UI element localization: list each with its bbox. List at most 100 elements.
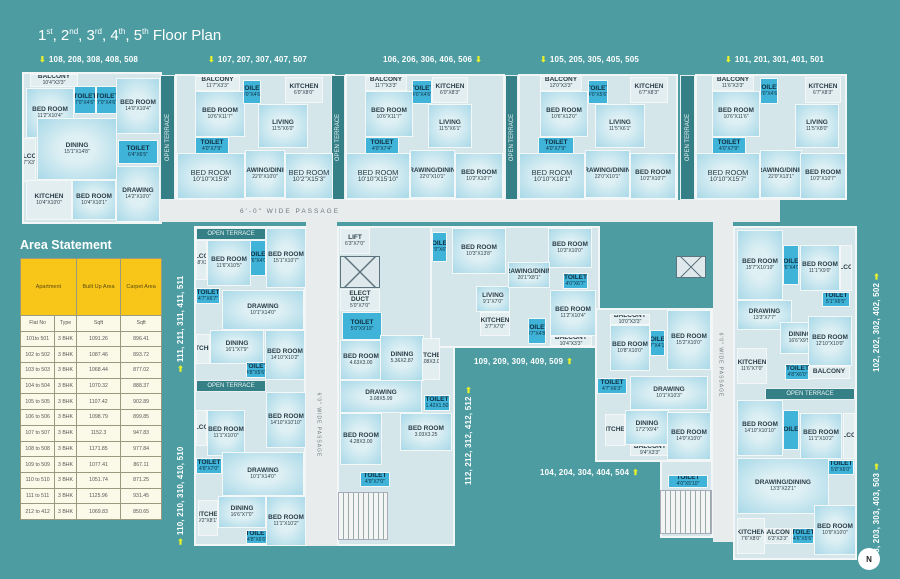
arrow-icon: ⬇: [725, 55, 732, 64]
room-name: BALCONY: [197, 252, 206, 260]
cell-built: 1087.46: [75, 346, 122, 364]
room-dimensions: 11'5"X6'1": [438, 125, 462, 132]
room-name: BED ROOM: [802, 260, 838, 268]
room-dimensions: 6'7"X4'10": [650, 342, 665, 349]
room-dimensions: 9'1"X7'0": [483, 298, 503, 305]
room-name: DRAWING: [247, 302, 279, 310]
room-name: BALCONY: [766, 528, 790, 536]
room-name: BED ROOM: [267, 347, 303, 355]
cell-flat: 104 to 504: [19, 377, 56, 395]
cell-flat: 106 to 506: [19, 409, 56, 426]
room-name: BALCONY: [716, 76, 750, 84]
cell-type: 3 BHK: [54, 377, 77, 395]
room-name: LIVING: [482, 291, 504, 299]
subheader-flat: Flat No: [19, 315, 56, 332]
room-dimensions: 4'9"X7'0": [365, 479, 385, 486]
room-dimensions: 4'8"X6'0": [787, 371, 808, 378]
room-name: BALCONY: [633, 445, 667, 451]
room-dimensions: 15'1"X10'7": [273, 257, 299, 264]
wide-passage: 6'-0" WIDE PASSAGE: [160, 200, 780, 222]
room-name: DINING: [635, 420, 659, 428]
room-dimensions: 5'0"X7'0": [350, 303, 370, 310]
room-dimensions: 4'8"X7'0": [199, 465, 219, 472]
arrow-icon: ⬆: [566, 357, 574, 366]
room-name: TOILET: [350, 318, 374, 326]
room-dimensions: 11'6"X10'5": [216, 262, 242, 269]
room-dimensions: 17'2"X9'4": [635, 427, 659, 434]
lift-shaft: [676, 256, 706, 278]
room-dimensions: 5.36X2.87: [390, 357, 414, 364]
room-dimensions: 5'0"X9'10": [350, 325, 374, 332]
room-name: BED ROOM: [718, 106, 754, 114]
room-name: BALCONY: [841, 263, 851, 271]
room-name: KITCHEN: [198, 510, 218, 518]
cell-built: 1091.26: [75, 330, 122, 348]
room-dimensions: 14'0"X10'0": [676, 435, 702, 442]
room-dimensions: 18'X3': [197, 259, 206, 266]
room-name: BED ROOM: [190, 167, 232, 177]
north-compass-icon: N: [858, 548, 880, 570]
subheader-type: Type: [54, 315, 77, 332]
cell-carpet: 867.11: [120, 456, 162, 473]
room-name: BALCONY: [201, 76, 234, 84]
cell-type: 3 BHK: [54, 330, 77, 348]
arrow-icon: ➡: [176, 538, 185, 545]
room-dimensions: 4.63X3.00: [349, 359, 373, 366]
room: BALCONY6'3"X3'3": [765, 528, 791, 544]
room-dimensions: 6'0"X8'0": [294, 89, 314, 96]
header-apartment: Apartment: [20, 258, 77, 316]
room-name: BED ROOM: [288, 167, 330, 177]
room-name: DINING: [230, 504, 254, 512]
room-dimensions: 14'2"X10'0": [125, 193, 151, 200]
room: BALCONY18'X3': [196, 240, 207, 280]
room-dimensions: 4'0"X6'7": [565, 280, 586, 287]
area-statement-table: Apartment Built Up Area Carpet Area Flat…: [19, 258, 162, 520]
room-dimensions: 11'1"X10'0": [213, 432, 239, 439]
room-dimensions: 11'0"X6'0": [433, 246, 446, 253]
room-dimensions: 10'10"X15'7": [709, 175, 747, 183]
room-dimensions: 10'2"X10'7": [640, 175, 666, 182]
room-dimensions: 10'6"X11'7": [376, 113, 402, 120]
room-dimensions: 14'10"X10'10": [744, 427, 776, 434]
room-name: BALCONY: [369, 76, 403, 84]
room-name: ELECT DUCT: [349, 289, 371, 304]
room-name: BALCONY: [812, 368, 846, 376]
cell-built: 1070.32: [75, 377, 122, 395]
room-name: BALCONY: [544, 76, 578, 84]
open-terrace: OPEN TERRACE: [680, 75, 695, 200]
room: KITCHEN: [605, 414, 625, 446]
room-name: TOILET: [783, 257, 799, 265]
room-name: LIFT: [348, 233, 362, 241]
room-name: BED ROOM: [671, 332, 707, 340]
cell-built: 1069.83: [75, 503, 122, 520]
cell-flat: 105 to 505: [19, 393, 56, 411]
room-dimensions: 4'7"X6'7": [198, 295, 218, 302]
room-dimensions: 11'2"X10'4": [560, 312, 586, 319]
room-dimensions: 10'10"X15'8": [192, 175, 230, 183]
wide-passage: 6'0" WIDE PASSAGE: [713, 222, 733, 542]
cell-built: 1068.44: [75, 362, 122, 379]
